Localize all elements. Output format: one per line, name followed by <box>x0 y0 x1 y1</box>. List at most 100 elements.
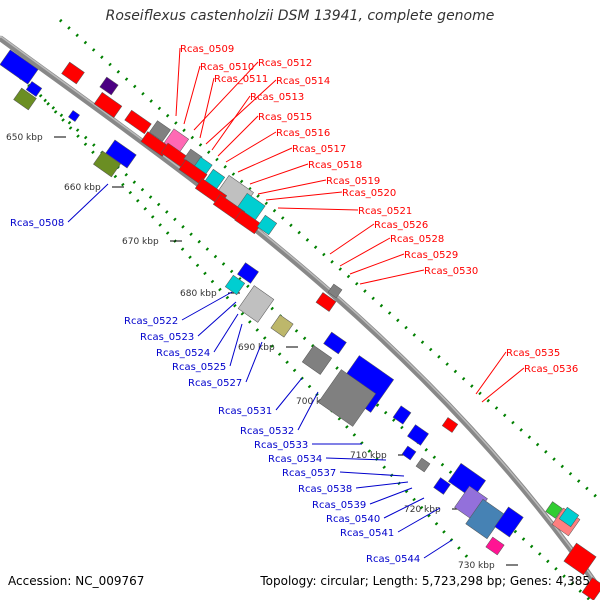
map-title: Roseiflexus castenholzii DSM 13941, comp… <box>105 8 495 24</box>
gene-label-forward: Rcas_0529 <box>404 250 458 261</box>
leader-line <box>325 457 387 461</box>
gene-label-forward: Rcas_0526 <box>374 220 428 231</box>
gene-label-forward: Rcas_0536 <box>524 364 578 375</box>
gene-label-reverse: Rcas_0523 <box>140 332 194 343</box>
leader-line <box>245 341 263 383</box>
leader-line <box>249 163 309 185</box>
guide-dots-0 <box>59 18 600 502</box>
leader-line <box>475 351 507 395</box>
tick-label: 680 kbp <box>180 289 217 299</box>
leader-line <box>197 301 237 337</box>
leader-line <box>211 95 251 151</box>
leader-line <box>369 487 413 505</box>
gene-label-forward: Rcas_0510 <box>200 62 254 73</box>
tick-label: 700 kbp <box>296 397 333 407</box>
gene-feature <box>237 285 275 323</box>
leader-line <box>423 539 453 559</box>
gene-feature <box>407 424 429 446</box>
leader-line <box>277 207 359 211</box>
gene-feature <box>256 214 278 236</box>
leader-line <box>229 323 243 367</box>
gene-feature <box>317 369 377 427</box>
leader-line <box>397 507 441 533</box>
gene-feature <box>13 87 37 111</box>
gene-feature <box>61 61 85 85</box>
gene-label-reverse: Rcas_0540 <box>326 514 380 525</box>
gene-label-reverse: Rcas_0532 <box>240 426 294 437</box>
leader-line <box>481 367 525 403</box>
gene-feature <box>392 405 412 425</box>
tick-label: 720 kbp <box>404 505 441 515</box>
leader-line <box>257 179 327 195</box>
gene-label-forward: Rcas_0509 <box>180 44 234 55</box>
gene-feature <box>315 292 337 312</box>
leader-line <box>237 147 293 173</box>
leader-line <box>265 191 343 201</box>
gene-feature <box>270 314 294 338</box>
gene-feature <box>448 463 486 499</box>
gene-feature <box>149 120 171 142</box>
gene-label-reverse: Rcas_0537 <box>282 468 336 479</box>
gene-feature <box>93 92 123 118</box>
gene-label-forward: Rcas_0521 <box>358 206 412 217</box>
gene-label-reverse: Rcas_0525 <box>172 362 226 373</box>
gene-feature <box>545 501 563 519</box>
tick-label: 730 kbp <box>458 561 495 571</box>
gene-feature <box>105 139 137 169</box>
gene-feature <box>485 536 505 556</box>
genome-stats-text: Topology: circular; Length: 5,723,298 bp… <box>260 574 590 588</box>
gene-label-forward: Rcas_0519 <box>326 176 380 187</box>
leader-line <box>175 47 181 117</box>
leader-line <box>199 77 215 139</box>
leader-line <box>275 377 303 411</box>
gene-label-reverse: Rcas_0539 <box>312 500 366 511</box>
gene-label-reverse: Rcas_0531 <box>218 406 272 417</box>
genome-backbone-highlight <box>0 35 600 589</box>
gene-label-reverse: Rcas_0533 <box>254 440 308 451</box>
leader-line <box>67 183 109 223</box>
gene-feature <box>415 457 431 473</box>
gene-label-reverse: Rcas_0538 <box>298 484 352 495</box>
gene-label-forward: Rcas_0511 <box>214 74 268 85</box>
tick-label: 670 kbp <box>122 237 159 247</box>
gene-feature <box>327 283 343 299</box>
gene-label-forward: Rcas_0530 <box>424 266 478 277</box>
leader-line <box>183 65 201 125</box>
gene-feature <box>323 331 347 355</box>
gene-feature <box>581 577 600 600</box>
gene-label-forward: Rcas_0518 <box>308 160 362 171</box>
leader-line <box>225 131 277 163</box>
gene-feature <box>237 262 259 284</box>
gene-label-forward: Rcas_0516 <box>276 128 330 139</box>
tick-label: 710 kbp <box>350 451 387 461</box>
gene-label-reverse: Rcas_0544 <box>366 554 420 565</box>
gene-feature <box>494 506 524 538</box>
tick-label: 650 kbp <box>6 133 43 143</box>
leader-line <box>359 269 425 285</box>
gene-feature <box>124 109 152 135</box>
gene-label-reverse: Rcas_0541 <box>340 528 394 539</box>
gene-feature <box>234 209 262 235</box>
leader-line <box>297 391 319 431</box>
gene-label-forward: Rcas_0513 <box>250 92 304 103</box>
tick-label: 690 kbp <box>238 343 275 353</box>
leader-line <box>181 291 233 321</box>
leader-line <box>205 79 277 145</box>
gene-features <box>0 49 600 600</box>
accession-text: Accession: NC_009767 <box>8 574 145 588</box>
gene-label-reverse: Rcas_0527 <box>188 378 242 389</box>
gene-label-reverse: Rcas_0522 <box>124 316 178 327</box>
leader-line <box>339 471 405 477</box>
leader-line <box>217 115 259 157</box>
tick-label: 660 kbp <box>64 183 101 193</box>
leader-line <box>355 481 409 489</box>
genome-backbone <box>0 35 600 592</box>
gene-feature <box>0 49 39 85</box>
leader-line <box>329 223 375 255</box>
leader-line <box>383 497 425 519</box>
label-leaders <box>67 47 525 559</box>
gene-label-forward: Rcas_0517 <box>292 144 346 155</box>
gene-label-reverse: Rcas_0508 <box>10 218 64 229</box>
gene-label-forward: Rcas_0512 <box>258 58 312 69</box>
